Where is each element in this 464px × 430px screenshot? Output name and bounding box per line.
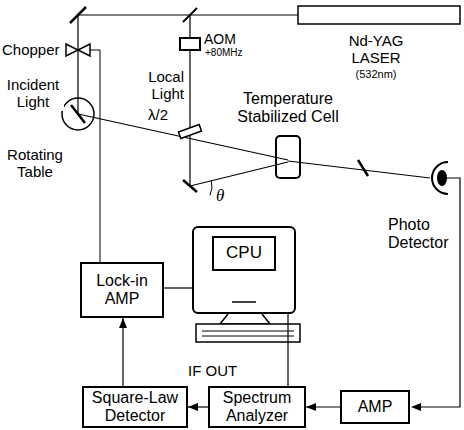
half-wave-plate: [178, 124, 201, 138]
box-label: Square-Law Detector: [88, 389, 182, 424]
box-label: Lock-in AMP: [86, 272, 158, 307]
component-label: λ/2: [148, 106, 168, 123]
keyboard: [196, 324, 300, 342]
instrument-box: Lock-in AMP: [80, 262, 164, 318]
component-label: Rotating Table: [2, 146, 68, 181]
component-label: Photo Detector: [388, 216, 458, 253]
signal-connector: [122, 318, 123, 386]
laser-beam: [78, 14, 298, 15]
chopper-blade: [66, 44, 78, 56]
photodiode: [437, 170, 447, 186]
computer-monitor: CPU: [192, 226, 296, 314]
screen-text: CPU: [212, 236, 276, 271]
component-label: +80MHz: [205, 47, 243, 59]
signal-connector: [188, 406, 208, 407]
monitor-slot: [232, 301, 256, 303]
aom-crystal: [180, 38, 200, 50]
signal-connector: [164, 287, 192, 288]
component-label: IF OUT: [188, 362, 237, 379]
component-label: Incident Light: [2, 76, 64, 111]
scattered-beam: [288, 161, 430, 178]
keyboard-keys: [202, 336, 294, 337]
component-label: Chopper: [2, 41, 60, 58]
component-label: θ: [216, 186, 224, 206]
component-label: Local Light: [138, 68, 184, 103]
mirror: [70, 7, 86, 23]
mirror: [183, 180, 197, 192]
component-label: Temperature Stabilized Cell: [224, 90, 352, 127]
box-label: AMP: [358, 398, 393, 416]
component-label: (532nm): [344, 68, 408, 81]
component-label: AOM: [204, 31, 236, 47]
reference-wire: [90, 50, 100, 262]
incident-beam: [77, 15, 78, 114]
instrument-box: Spectrum Analyzer: [208, 386, 306, 428]
beam-splitter: [183, 8, 197, 22]
mirror: [71, 105, 85, 123]
laser-tube: [298, 6, 460, 24]
signal-connector: [287, 314, 288, 386]
angle-arc: [210, 181, 212, 196]
local-beam: [190, 162, 288, 186]
monitor-stand: [220, 314, 270, 324]
instrument-box: Square-Law Detector: [82, 386, 188, 428]
sample-cell: [276, 136, 300, 178]
detector-wire: [420, 178, 460, 407]
component-label: Nd-YAG LASER: [344, 32, 408, 67]
detector-housing: [432, 162, 448, 194]
chopper-blade: [78, 44, 90, 56]
signal-connector: [306, 406, 340, 407]
arrow-head: [411, 403, 421, 411]
keyboard-keys: [202, 331, 294, 332]
mirror: [358, 160, 368, 176]
instrument-box: AMP: [340, 390, 410, 424]
rotating-table: [62, 98, 94, 130]
box-label: Spectrum Analyzer: [214, 389, 300, 424]
